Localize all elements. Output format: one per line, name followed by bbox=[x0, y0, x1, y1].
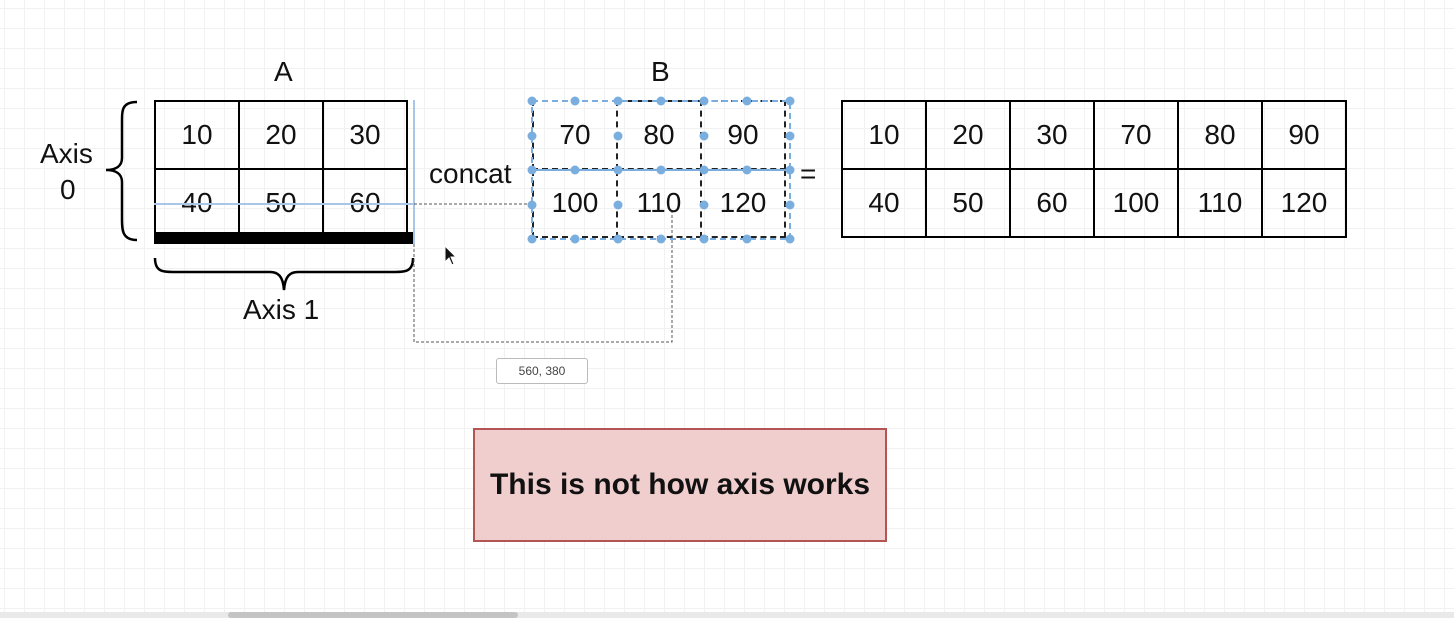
matrix-row: 10 20 30 70 80 90 bbox=[841, 100, 1347, 170]
matrix-a[interactable]: 10 20 30 40 50 60 bbox=[154, 100, 408, 238]
matrix-cell[interactable]: 70 bbox=[532, 100, 618, 170]
matrix-cell[interactable]: 20 bbox=[925, 100, 1011, 170]
equals-operator: = bbox=[800, 158, 817, 189]
note-text: This is not how axis works bbox=[489, 468, 871, 501]
matrix-cell[interactable]: 100 bbox=[532, 168, 618, 238]
axis-0-label-line2: 0 bbox=[60, 174, 76, 205]
matrix-b-title: B bbox=[651, 56, 670, 87]
axis-1-brace bbox=[153, 257, 415, 291]
matrix-cell[interactable]: 30 bbox=[1009, 100, 1095, 170]
selection-handle bbox=[785, 131, 795, 141]
matrix-cell[interactable]: 110 bbox=[1177, 168, 1263, 238]
matrix-cell[interactable]: 70 bbox=[1093, 100, 1179, 170]
concat-operator: concat bbox=[429, 158, 512, 189]
matrix-row: 10 20 30 bbox=[154, 100, 408, 170]
matrix-cell[interactable]: 10 bbox=[841, 100, 927, 170]
horizontal-scrollbar[interactable] bbox=[0, 612, 1454, 618]
mouse-cursor-icon bbox=[444, 244, 458, 266]
axis-0-label-line1: Axis bbox=[40, 138, 93, 169]
matrix-row: 40 50 60 bbox=[154, 168, 408, 238]
matrix-cell[interactable]: 120 bbox=[700, 168, 786, 238]
scrollbar-thumb[interactable] bbox=[228, 612, 518, 618]
matrix-cell[interactable]: 80 bbox=[1177, 100, 1263, 170]
matrix-row: 100 110 120 bbox=[532, 168, 786, 238]
selection-handle bbox=[785, 165, 795, 175]
axis-highlight-bar bbox=[154, 232, 414, 244]
matrix-b[interactable]: 70 80 90 100 110 120 bbox=[532, 100, 786, 238]
matrix-cell[interactable]: 50 bbox=[925, 168, 1011, 238]
matrix-cell[interactable]: 60 bbox=[1009, 168, 1095, 238]
matrix-row: 40 50 60 100 110 120 bbox=[841, 168, 1347, 238]
matrix-cell[interactable]: 110 bbox=[616, 168, 702, 238]
note-box[interactable]: This is not how axis works bbox=[473, 428, 887, 542]
matrix-cell[interactable]: 40 bbox=[154, 168, 240, 238]
matrix-cell[interactable]: 90 bbox=[700, 100, 786, 170]
matrix-cell[interactable]: 50 bbox=[238, 168, 324, 238]
matrix-cell[interactable]: 90 bbox=[1261, 100, 1347, 170]
selection-handle bbox=[785, 96, 795, 106]
result-matrix[interactable]: 10 20 30 70 80 90 40 50 60 100 110 120 bbox=[841, 100, 1347, 238]
matrix-cell[interactable]: 60 bbox=[322, 168, 408, 238]
matrix-a-title: A bbox=[274, 56, 293, 87]
axis-0-brace bbox=[105, 100, 138, 242]
matrix-cell[interactable]: 20 bbox=[238, 100, 324, 170]
matrix-cell[interactable]: 30 bbox=[322, 100, 408, 170]
matrix-cell[interactable]: 40 bbox=[841, 168, 927, 238]
matrix-cell[interactable]: 80 bbox=[616, 100, 702, 170]
coordinate-tooltip: 560, 380 bbox=[496, 358, 588, 384]
selection-handle bbox=[785, 234, 795, 244]
matrix-cell[interactable]: 100 bbox=[1093, 168, 1179, 238]
selection-handle bbox=[785, 200, 795, 210]
axis-1-label: Axis 1 bbox=[243, 294, 320, 325]
matrix-cell[interactable]: 120 bbox=[1261, 168, 1347, 238]
matrix-row: 70 80 90 bbox=[532, 100, 786, 170]
matrix-cell[interactable]: 10 bbox=[154, 100, 240, 170]
